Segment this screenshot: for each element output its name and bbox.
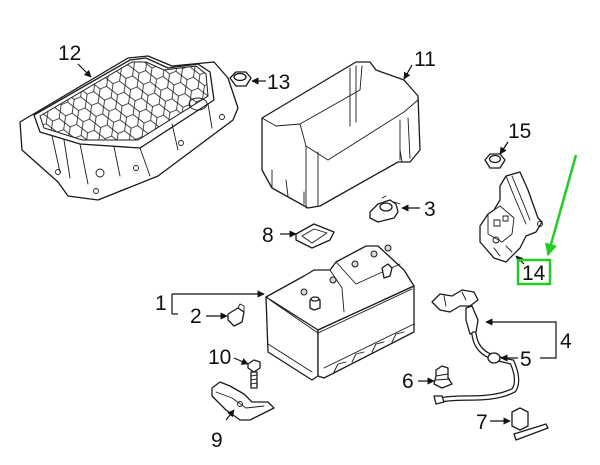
leader-4b (540, 340, 557, 359)
highlight-box (516, 258, 552, 286)
leader-11 (403, 64, 413, 80)
part-5-grommet[interactable] (487, 352, 501, 364)
callout-6: 6 (402, 370, 414, 393)
highlight-part-14 (516, 154, 578, 286)
callout-11: 11 (414, 48, 436, 71)
leader-lines (77, 63, 557, 425)
callout-1: 1 (155, 292, 167, 315)
callout-2: 2 (190, 305, 202, 328)
callout-14: 14 (522, 262, 546, 285)
callout-4: 4 (560, 330, 572, 353)
part-11-battery-box[interactable] (261, 61, 421, 209)
part-4-negative-cable[interactable] (431, 289, 520, 405)
part-12-battery-tray[interactable] (19, 55, 239, 201)
leader-12 (77, 63, 92, 78)
part-10-bolt[interactable] (247, 359, 261, 389)
callout-3: 3 (424, 198, 436, 221)
highlight-arrow (545, 154, 578, 257)
part-7-cable-clip[interactable] (511, 407, 549, 441)
leader-9 (225, 409, 235, 421)
leader-15 (499, 141, 509, 155)
leader-1 (171, 294, 264, 314)
part-1-battery[interactable] (265, 244, 415, 381)
callout-5: 5 (520, 348, 532, 371)
callout-labels: 12 13 11 15 3 8 14 1 2 10 9 4 5 6 7 (58, 42, 572, 452)
part-13-nut[interactable] (229, 71, 252, 87)
leader-4 (485, 318, 557, 340)
part-6-push-pin[interactable] (433, 365, 453, 389)
leader-10 (233, 357, 249, 365)
part-14-fuse-bracket[interactable] (479, 171, 543, 263)
part-9-hold-down[interactable] (211, 381, 275, 421)
callout-10: 10 (208, 346, 231, 369)
part-3-terminal-clamp[interactable] (369, 195, 401, 223)
callout-12: 12 (58, 42, 81, 65)
callout-8: 8 (262, 224, 274, 247)
part-8-terminal-cover[interactable] (295, 223, 335, 249)
part-15-nut[interactable] (484, 153, 506, 169)
callout-15: 15 (508, 120, 531, 143)
part-2-vent-plug[interactable] (227, 303, 245, 327)
callout-9: 9 (211, 429, 223, 452)
callout-7: 7 (476, 411, 488, 434)
callout-13: 13 (267, 71, 290, 94)
